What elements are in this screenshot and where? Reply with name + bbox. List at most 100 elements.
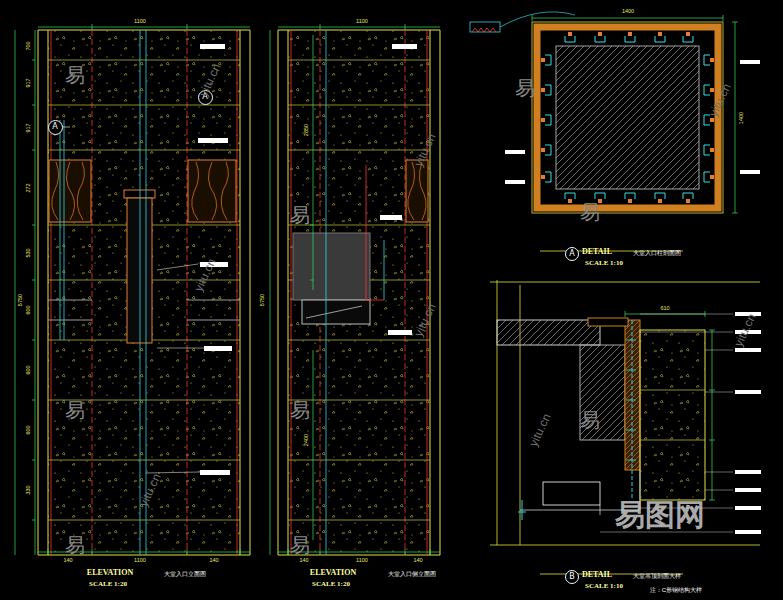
watermark: 易 (290, 535, 310, 555)
column-section-detail-part-part (541, 172, 551, 182)
column-section-detail-part (532, 15, 738, 213)
side-elevation-part-part (291, 30, 292, 555)
side-elevation-part (302, 300, 370, 324)
dimension: 1100 (355, 19, 369, 25)
ceiling-section-detail-part-part (735, 530, 761, 534)
side-elevation-part-part (384, 240, 385, 300)
side-elevation-part (380, 44, 417, 335)
ceiling-section-detail-part-part (735, 488, 761, 492)
side-elevation-part-part (427, 30, 428, 555)
view-name: 注：C形钢结构大样 (650, 587, 702, 593)
view-title: DETAIL (582, 248, 612, 256)
column-section-detail-part (541, 32, 714, 203)
front-elevation-part-part (38, 30, 250, 31)
side-elevation-part-part (270, 30, 313, 555)
view-title: SCALE 1:20 (312, 581, 350, 588)
side-elevation-part (408, 162, 426, 220)
side-elevation-part (288, 60, 430, 520)
ceiling-section-detail-part-part (625, 311, 715, 500)
column-section-detail-part (532, 22, 723, 213)
marker-letter: A (569, 250, 574, 258)
ceiling-section-detail-part-part (735, 470, 761, 474)
watermark: 易 (290, 400, 310, 420)
section-marker: A (565, 247, 579, 261)
dimension: 140 (208, 558, 219, 564)
front-elevation-part (198, 44, 232, 475)
column-section-detail-part-part (532, 15, 738, 213)
column-section-detail-part-part (625, 32, 635, 42)
front-elevation-part (48, 30, 240, 555)
side-elevation-part (278, 30, 440, 555)
watermark: 易 (65, 535, 85, 555)
side-elevation-part-part (326, 30, 327, 555)
dimension: 5750 (18, 293, 24, 307)
column-section-detail-part (505, 60, 760, 184)
section-marker: B (565, 570, 579, 584)
dimension: 600 (26, 364, 32, 375)
view-name: 大堂入口立面图 (164, 571, 206, 577)
view-title: SCALE 1:20 (89, 581, 127, 588)
view-title: ELEVATION (87, 569, 133, 577)
dimension: 610 (659, 306, 670, 312)
front-elevation-part-part (200, 470, 230, 475)
view-title: DETAIL (582, 571, 612, 579)
front-elevation-part-part (38, 30, 39, 555)
marker-letter: A (52, 123, 57, 131)
watermark: 易图网 (615, 500, 705, 530)
column-section-detail-part-part (625, 193, 635, 203)
column-section-detail-part-part (541, 145, 551, 155)
dimension: 140 (62, 558, 73, 564)
dimension: 2400 (304, 433, 310, 447)
dimension: 1100 (133, 19, 147, 25)
ceiling-section-detail-part (490, 280, 760, 545)
column-section-detail-part-part (541, 85, 551, 95)
front-elevation-part (15, 24, 250, 555)
column-section-detail-part-part (565, 32, 575, 42)
front-elevation-part-part (204, 346, 232, 351)
front-elevation-part-part (146, 30, 147, 555)
column-section-detail-part-part (740, 170, 760, 174)
view-name: 大堂吊顶剖面大样 (633, 573, 681, 579)
front-elevation-part-part (200, 44, 225, 49)
front-elevation-part (48, 60, 240, 520)
column-section-detail-part-part (655, 32, 665, 42)
ceiling-section-detail-part-part (735, 348, 761, 352)
front-elevation (15, 24, 250, 555)
column-section-detail-part-part (683, 193, 693, 203)
side-elevation-part-part (278, 30, 440, 31)
watermark: 易 (580, 410, 600, 430)
watermark: 易 (65, 400, 85, 420)
column-section-detail-part-part (541, 115, 551, 125)
column-section-detail-part (472, 28, 496, 32)
ceiling-section-detail-part (543, 482, 600, 505)
side-elevation-part (293, 233, 370, 300)
ceiling-section-detail-part (626, 340, 636, 460)
column-section-detail-part-part (505, 180, 525, 184)
ceiling-section-detail-part-part (626, 340, 636, 460)
front-elevation-part-part (187, 30, 188, 555)
column-section-detail-part-part (704, 85, 714, 95)
column-section-detail-part (500, 12, 575, 27)
dimension: 1100 (133, 558, 147, 564)
column-section-detail-part-part (683, 32, 693, 42)
side-elevation-part-part (380, 215, 402, 220)
column-section-detail-part-part (505, 150, 525, 154)
side-elevation-part (326, 30, 384, 555)
column-section-detail-part (470, 22, 500, 32)
side-elevation-part (270, 24, 440, 555)
column-section-detail-part-part (740, 60, 760, 64)
front-elevation-part-part (140, 30, 141, 555)
dimension: 330 (26, 484, 32, 495)
ceiling-section-detail-part (580, 345, 625, 440)
front-elevation-part-part (15, 30, 35, 555)
ceiling-section-detail-part-part (735, 506, 761, 510)
view-name: 大堂入口柱剖面图 (633, 250, 681, 256)
column-section-detail-part-part (704, 115, 714, 125)
front-elevation-part-part (51, 30, 52, 555)
side-elevation-part (291, 30, 427, 555)
side-elevation-part (288, 30, 430, 555)
dimension: 917 (26, 77, 32, 88)
column-section-detail-part (556, 46, 699, 189)
side-elevation-part-part (388, 330, 412, 335)
dimension: 1100 (355, 558, 369, 564)
